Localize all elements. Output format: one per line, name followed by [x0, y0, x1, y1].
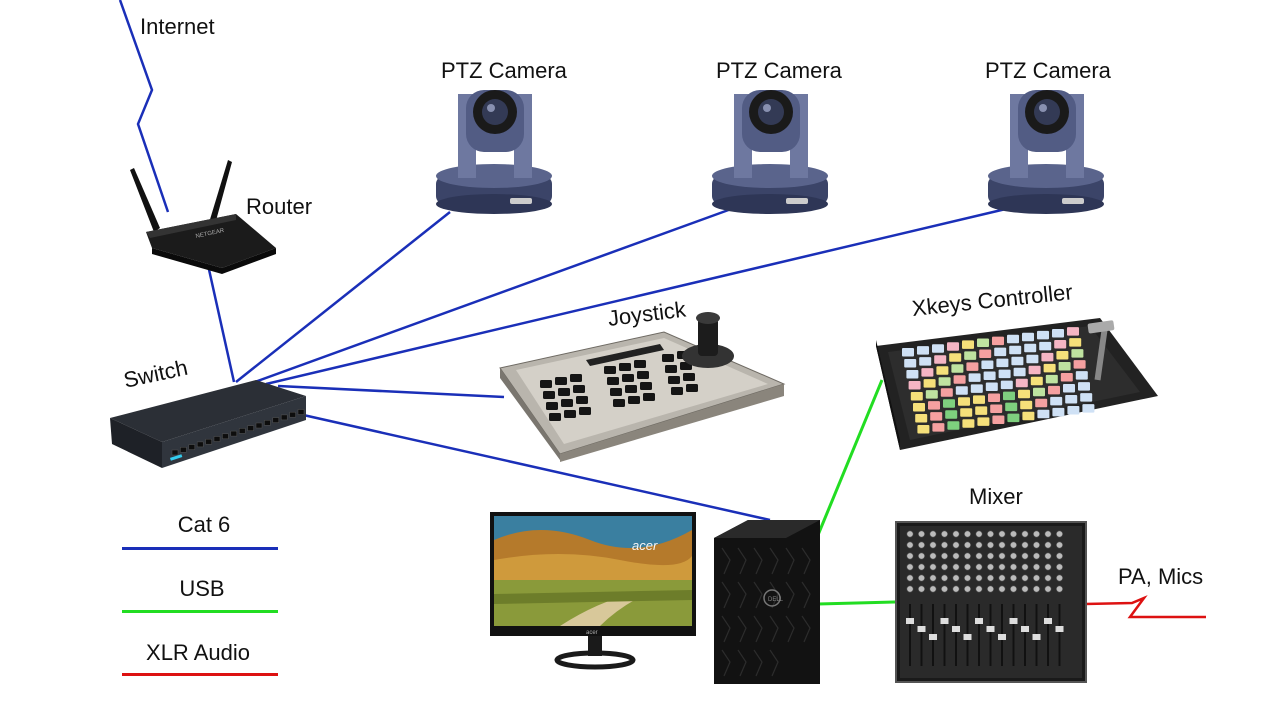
- ptz-camera-1-icon: [436, 90, 552, 214]
- camera-3-label: PTZ Camera: [985, 58, 1111, 83]
- switch-pc-link: [289, 410, 771, 522]
- monitor-icon: acer acer: [490, 512, 696, 670]
- svg-text:acer: acer: [586, 630, 598, 636]
- mixer-pa-link: [1084, 595, 1206, 619]
- router-switch-link: [206, 264, 236, 383]
- legend-xlr-label: XLR Audio: [146, 640, 250, 665]
- svg-text:acer: acer: [632, 538, 658, 553]
- switch-camera3-link: [265, 206, 1011, 386]
- ptz-camera-2-icon: [712, 90, 828, 214]
- camera-2-label: PTZ Camera: [716, 58, 842, 83]
- router-label: Router: [246, 194, 313, 219]
- switch-camera2-link: [251, 206, 735, 385]
- legend-xlr-line: [122, 673, 278, 676]
- router-icon: NETGEAR: [130, 160, 276, 274]
- pa-mics-label: PA, Mics: [1118, 564, 1204, 589]
- internet-link: [118, 0, 170, 213]
- pc-mixer-link: [817, 600, 896, 606]
- xkeys-controller-icon: [876, 318, 1158, 450]
- svg-text:DELL: DELL: [768, 597, 784, 603]
- joystick-icon: [499, 312, 786, 462]
- internet-label: Internet: [140, 14, 215, 39]
- pc-xkeys-link: [816, 379, 884, 536]
- switch-icon: [110, 380, 306, 468]
- camera-1-label: PTZ Camera: [441, 58, 567, 83]
- switch-camera1-link: [235, 211, 451, 383]
- legend-usb-label: USB: [179, 576, 225, 601]
- legend-usb-line: [122, 610, 278, 613]
- switch-joystick-link: [277, 384, 505, 399]
- pc-tower-icon: DELL: [714, 520, 820, 684]
- legend-cat6-line: [122, 547, 278, 550]
- mixer-icon: [895, 521, 1087, 683]
- ptz-camera-3-icon: [988, 90, 1104, 214]
- legend-cat6-label: Cat 6: [177, 512, 231, 537]
- mixer-label: Mixer: [969, 484, 1023, 509]
